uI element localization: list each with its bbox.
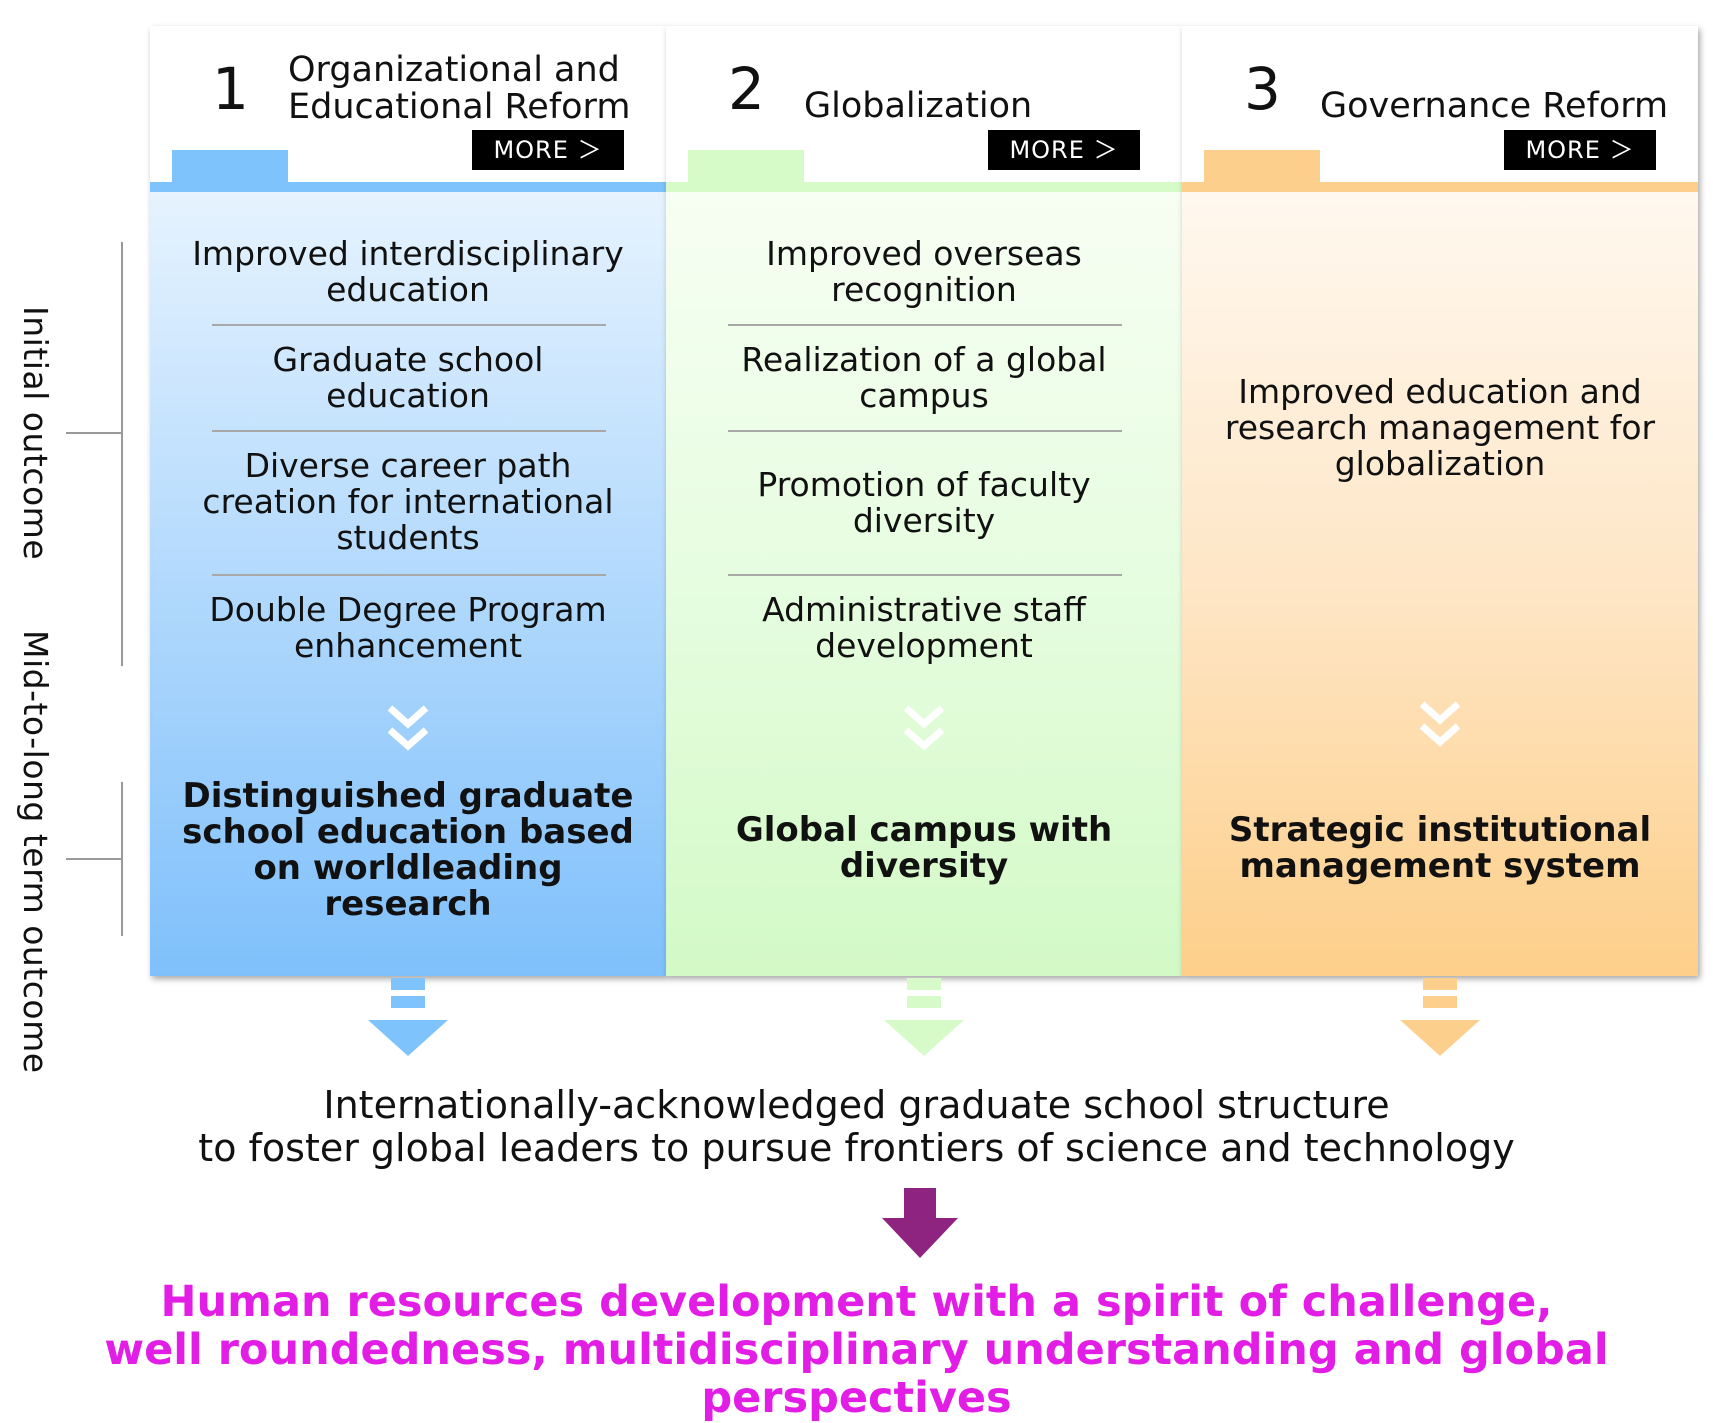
- column-organizational-reform: 1 Organizational and Educational Reform …: [150, 26, 666, 976]
- accent-tab: [1204, 150, 1320, 184]
- initial-outcome-item: Promotion of faculty diversity: [757, 465, 1091, 540]
- double-chevron-down-icon: [903, 705, 945, 751]
- mid-to-long-term-outcome: Global campus with diversity: [735, 810, 1113, 886]
- column-number: 1: [212, 55, 249, 123]
- more-button[interactable]: MORE ＞: [1504, 130, 1656, 170]
- divider: [728, 430, 1122, 432]
- initial-outcome-item: Diverse career path creation for interna…: [202, 446, 614, 557]
- column-body: Improved education and research manageme…: [1182, 192, 1698, 976]
- initial-outcome-item: Realization of a global campus: [741, 340, 1107, 415]
- axis-label-initial-outcome: Initial outcome: [16, 306, 55, 561]
- divider: [212, 324, 606, 326]
- column-body: Improved overseas recognition Realizatio…: [666, 192, 1182, 976]
- purple-down-arrow-icon: [882, 1188, 958, 1258]
- structure-text-line2: to foster global leaders to pursue front…: [198, 1126, 1515, 1170]
- bracket-midlong-vertical: [121, 782, 123, 936]
- initial-outcome-item: Improved education and research manageme…: [1224, 372, 1656, 483]
- bracket-midlong-tick: [66, 858, 122, 860]
- structure-text-line1: Internationally-acknowledged graduate sc…: [323, 1083, 1390, 1127]
- accent-tab: [688, 150, 804, 184]
- column-governance-reform: 3 Governance Reform MORE ＞ Improved educ…: [1182, 26, 1698, 976]
- initial-outcome-item: Improved interdisciplinary education: [192, 234, 624, 309]
- final-goal-line1: Human resources development with a spiri…: [160, 1277, 1553, 1327]
- column-number: 2: [728, 55, 765, 123]
- more-button[interactable]: MORE ＞: [472, 130, 624, 170]
- initial-outcome-item: Improved overseas recognition: [766, 234, 1082, 309]
- double-chevron-down-icon: [1419, 701, 1461, 747]
- column-number: 3: [1244, 55, 1281, 123]
- final-goal-line2: well roundedness, multidisciplinary unde…: [104, 1325, 1609, 1423]
- initial-outcome-item: Double Degree Program enhancement: [209, 590, 607, 665]
- column-body: Improved interdisciplinary education Gra…: [150, 192, 666, 976]
- mid-to-long-term-outcome: Distinguished graduate school education …: [182, 776, 634, 924]
- accent-bar: [666, 182, 1182, 192]
- mid-to-long-term-outcome: Strategic institutional management syste…: [1228, 810, 1652, 886]
- orange-down-arrow-icon: [1400, 978, 1480, 1056]
- blue-down-arrow-icon: [368, 978, 448, 1056]
- divider: [212, 574, 606, 576]
- initial-outcome-item: Graduate school education: [272, 340, 544, 415]
- column-title: Globalization: [804, 86, 1033, 126]
- accent-tab: [172, 150, 288, 184]
- column-header: 2 Globalization MORE ＞: [666, 26, 1182, 192]
- divider: [728, 324, 1122, 326]
- initial-outcome-item: Administrative staff development: [762, 590, 1086, 665]
- divider: [212, 430, 606, 432]
- divider: [728, 574, 1122, 576]
- bracket-initial-vertical: [121, 242, 123, 666]
- more-button[interactable]: MORE ＞: [988, 130, 1140, 170]
- column-globalization: 2 Globalization MORE ＞ Improved overseas…: [666, 26, 1182, 976]
- column-header: 3 Governance Reform MORE ＞: [1182, 26, 1698, 192]
- axis-label-midlong-outcome: Mid-to-long term outcome: [16, 630, 55, 1074]
- bracket-initial-tick: [66, 432, 122, 434]
- green-down-arrow-icon: [884, 978, 964, 1056]
- double-chevron-down-icon: [387, 705, 429, 751]
- column-title: Organizational and Educational Reform: [288, 50, 631, 127]
- column-title: Governance Reform: [1320, 86, 1669, 126]
- column-header: 1 Organizational and Educational Reform …: [150, 26, 666, 192]
- accent-bar: [1182, 182, 1698, 192]
- accent-bar: [150, 182, 666, 192]
